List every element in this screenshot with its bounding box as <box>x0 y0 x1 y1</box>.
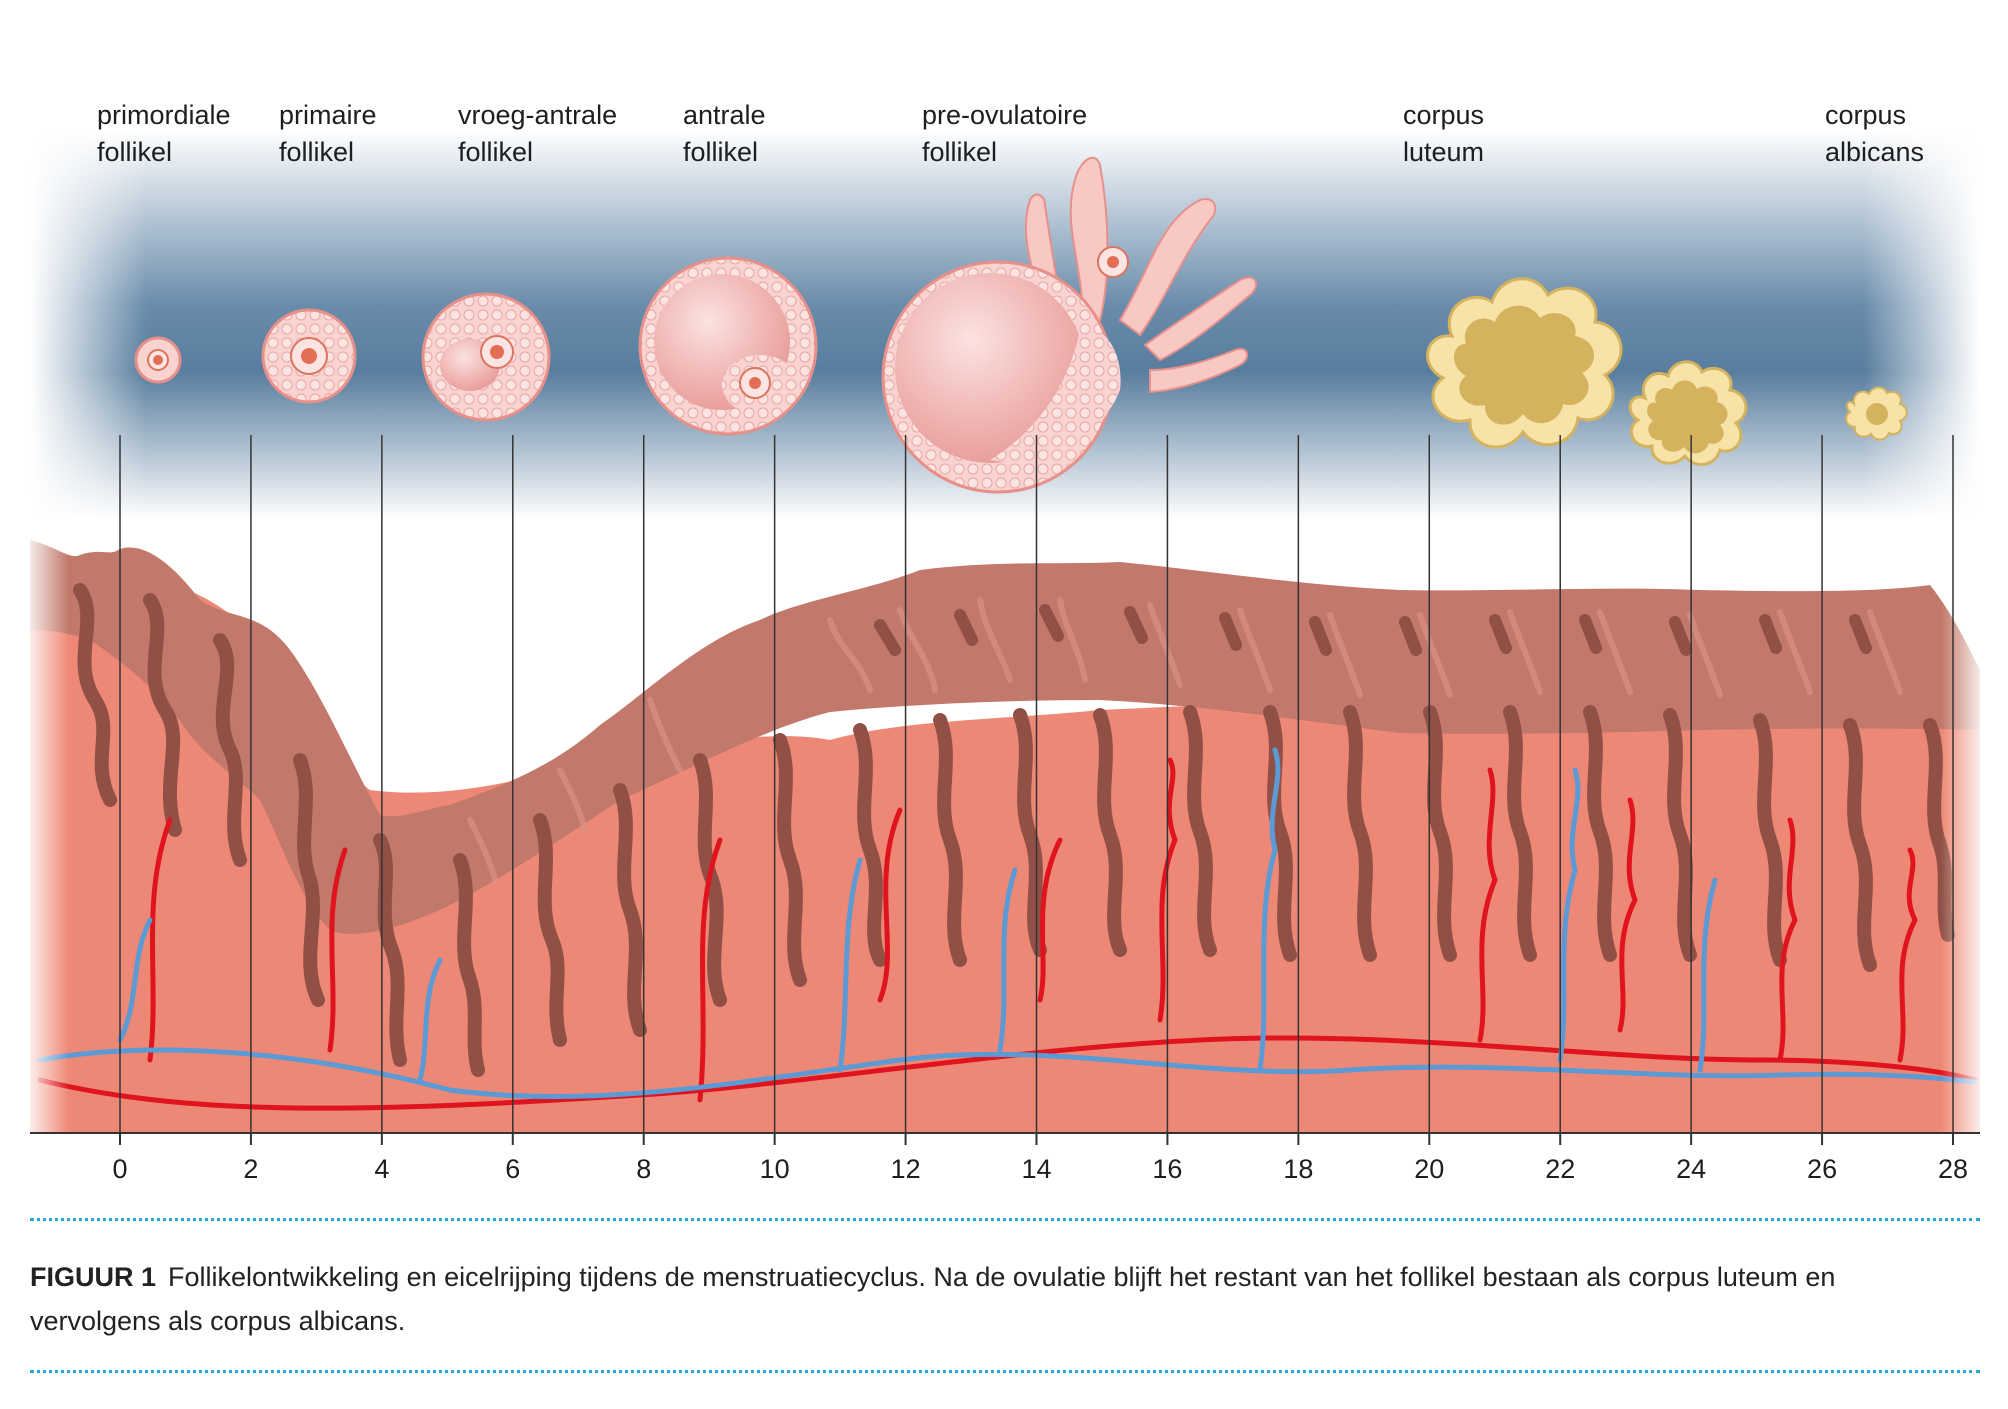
early-antral-follicle <box>421 292 551 422</box>
day-tick-label-28: 28 <box>1938 1154 1968 1184</box>
pre-ovulatory-follicle <box>881 156 1258 494</box>
day-tick-label-14: 14 <box>1021 1154 1051 1184</box>
corpus-albicans <box>1845 386 1908 441</box>
endometrium <box>30 520 1980 1133</box>
day-tick-label-12: 12 <box>891 1154 921 1184</box>
day-tick-label-24: 24 <box>1676 1154 1706 1184</box>
day-tick-label-26: 26 <box>1807 1154 1837 1184</box>
figure-caption-text: Follikelontwikkeling en eicelrijping tij… <box>30 1262 1836 1336</box>
day-tick-label-6: 6 <box>505 1154 520 1184</box>
day-tick-label-20: 20 <box>1414 1154 1444 1184</box>
corpus-luteum <box>1426 277 1623 449</box>
figure-label: FIGUUR 1 <box>30 1262 157 1292</box>
day-tick-label-4: 4 <box>374 1154 389 1184</box>
antral-follicle <box>638 256 818 436</box>
regressing-corpus-luteum <box>1628 360 1748 466</box>
divider-top <box>30 1218 1980 1221</box>
day-tick-label-8: 8 <box>636 1154 651 1184</box>
day-tick-label-10: 10 <box>760 1154 790 1184</box>
day-tick-label-0: 0 <box>112 1154 127 1184</box>
day-tick-label-2: 2 <box>243 1154 258 1184</box>
day-gridlines <box>119 435 1954 1133</box>
day-tick-label-16: 16 <box>1152 1154 1182 1184</box>
day-tick-label-18: 18 <box>1283 1154 1313 1184</box>
primary-follicle <box>261 308 357 404</box>
primordial-follicle <box>134 336 182 384</box>
divider-bottom <box>30 1370 1980 1373</box>
follicles <box>134 156 1908 494</box>
day-tick-label-22: 22 <box>1545 1154 1575 1184</box>
